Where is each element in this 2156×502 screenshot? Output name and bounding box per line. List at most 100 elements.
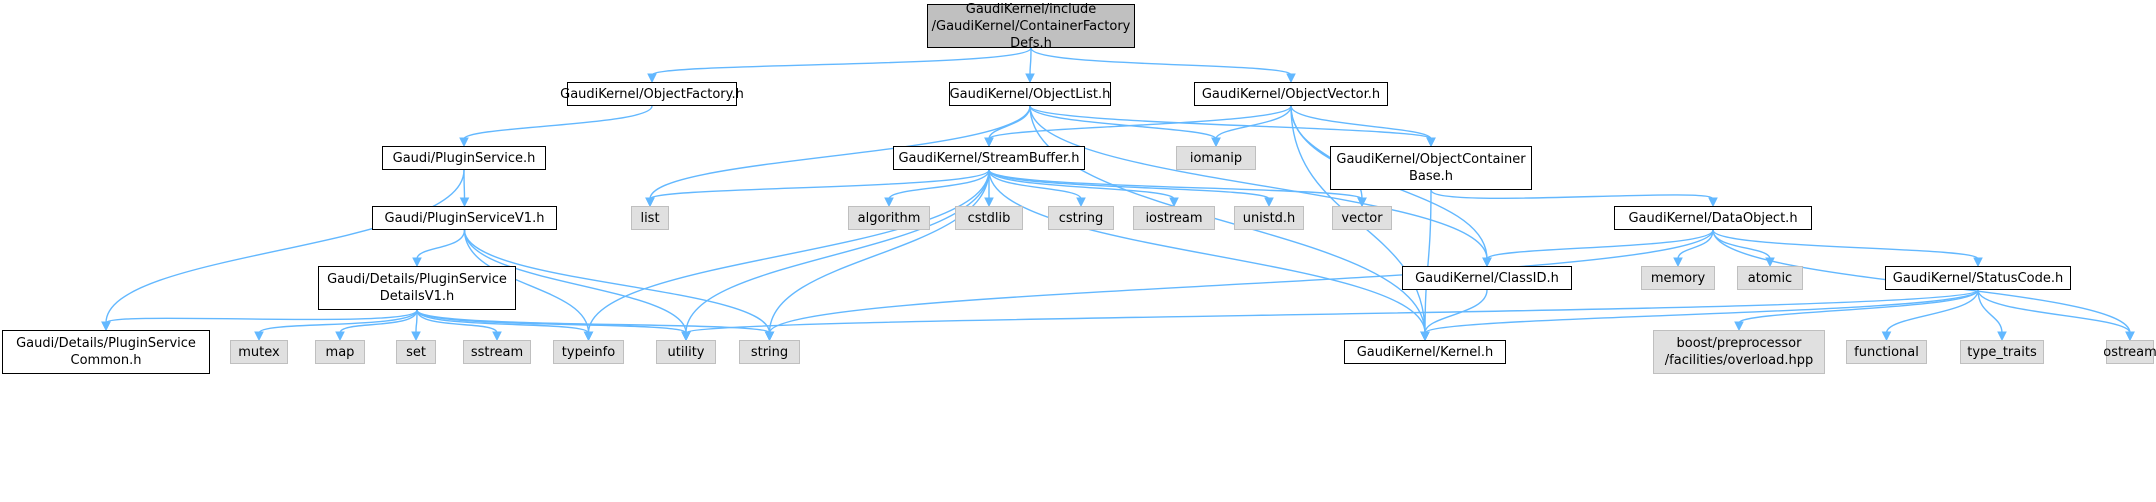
node-atomic: atomic <box>1737 266 1803 290</box>
node-string: string <box>739 340 800 364</box>
edge-streambuf-to-utility <box>685 169 990 334</box>
edge-arrowhead-objvector-to-streambuf <box>984 137 994 148</box>
edge-arrowhead-objfactory-to-pluginsvc <box>459 137 469 148</box>
edge-arrowhead-streambuf-to-unistd <box>1264 197 1274 208</box>
edge-streambuf-to-algorithm <box>888 169 990 200</box>
edge-arrowhead-root-to-objvector <box>1286 73 1296 84</box>
node-dataobject-h[interactable]: GaudiKernel/DataObject.h <box>1614 206 1812 230</box>
node-list: list <box>631 206 669 230</box>
node-sstream: sstream <box>463 340 531 364</box>
node-kernel-h[interactable]: GaudiKernel/Kernel.h <box>1344 340 1506 364</box>
edge-objcontbase-to-kernel <box>1424 189 1432 334</box>
edge-statuscode-to-typetraits <box>1977 289 2003 334</box>
edge-statuscode-to-utility <box>685 289 1979 334</box>
edge-objlist-to-iomanip <box>1029 105 1217 140</box>
edge-dataobject-to-statuscode <box>1712 229 1979 260</box>
edge-streambuf-to-list <box>649 169 990 200</box>
node-set: set <box>396 340 436 364</box>
edge-pluginsvcv1-to-utility <box>463 229 687 334</box>
edge-objvector-to-iomanip <box>1215 105 1292 140</box>
node-objectfactory-h[interactable]: GaudiKernel/ObjectFactory.h <box>560 82 744 106</box>
edge-arrowhead-streambuf-to-typeinfo <box>583 331 594 342</box>
edge-arrowhead-dataobject-to-statuscode <box>1973 257 1983 268</box>
edge-arrowhead-dataobject-to-memory <box>1673 257 1683 268</box>
edge-arrowhead-root-to-objfactory <box>647 73 657 84</box>
edge-objvector-to-objcontbase <box>1290 105 1432 140</box>
node-cstdlib: cstdlib <box>955 206 1023 230</box>
node-unistd-h: unistd.h <box>1234 206 1304 230</box>
edge-arrowhead-detailsv1-to-set <box>411 331 421 342</box>
edge-objfactory-to-pluginsvc <box>463 105 653 140</box>
node-objectvector-h[interactable]: GaudiKernel/ObjectVector.h <box>1194 82 1388 106</box>
node-objectlist-h[interactable]: GaudiKernel/ObjectList.h <box>949 82 1111 106</box>
edge-arrowhead-statuscode-to-boostpp <box>1734 321 1744 332</box>
edge-arrowhead-dataobject-to-classid <box>1482 257 1492 268</box>
edge-root-to-objvector <box>1030 47 1292 76</box>
node-containerfactorydefs-h: GaudiKernel/include /GaudiKernel/Contain… <box>927 2 1135 51</box>
edge-pluginsvcv1-to-string <box>463 229 771 334</box>
node-pluginservicecommon-h[interactable]: Gaudi/Details/PluginService Common.h <box>2 330 210 374</box>
edge-streambuf-to-vector <box>988 169 1363 200</box>
edge-detailsv1-to-sstream <box>416 309 498 334</box>
edge-arrowhead-pluginsvc-to-pluginsvcv1 <box>459 197 470 208</box>
edge-dataobject-to-string <box>768 229 1714 334</box>
edge-arrowhead-objvector-to-objcontbase <box>1426 137 1436 148</box>
edge-objlist-to-classid <box>1029 105 1488 260</box>
edge-streambuf-to-string <box>768 169 990 334</box>
edge-arrowhead-statuscode-to-kernel <box>1420 331 1430 342</box>
edge-arrowhead-statuscode-to-typetraits <box>1997 331 2007 342</box>
edge-detailsv1-to-common <box>105 309 418 324</box>
edge-arrowhead-statuscode-to-functional <box>1881 331 1892 342</box>
edge-arrowhead-detailsv1-to-map <box>335 331 345 342</box>
node-typeinfo: typeinfo <box>553 340 624 364</box>
edge-arrowhead-streambuf-to-vector <box>1357 197 1367 208</box>
edge-arrowhead-detailsv1-to-common <box>101 321 111 332</box>
edge-arrowhead-streambuf-to-cstring <box>1076 197 1086 208</box>
edge-objvector-to-streambuf <box>988 105 1292 140</box>
edge-statuscode-to-functional <box>1885 289 1979 334</box>
edge-arrowhead-streambuf-to-algorithm <box>884 197 894 208</box>
edge-arrowhead-detailsv1-to-sstream <box>492 331 502 342</box>
edge-streambuf-to-unistd <box>988 169 1270 200</box>
edge-statuscode-to-kernel <box>1424 289 1979 334</box>
edge-arrowhead-streambuf-to-iostream <box>1169 197 1179 208</box>
edge-objlist-to-objcontbase <box>1029 105 1432 140</box>
node-functional: functional <box>1846 340 1927 364</box>
node-memory: memory <box>1641 266 1715 290</box>
edge-objlist-to-list <box>649 105 1031 200</box>
edge-classid-to-kernel <box>1424 289 1488 334</box>
node-objectcontainerbase-h[interactable]: GaudiKernel/ObjectContainer Base.h <box>1330 146 1532 190</box>
edge-arrowhead-streambuf-to-cstdlib <box>984 197 994 208</box>
edge-dataobject-to-classid <box>1486 229 1714 260</box>
node-pluginservicev1-h[interactable]: Gaudi/PluginServiceV1.h <box>372 206 557 230</box>
edge-pluginsvcv1-to-typeinfo <box>463 229 590 334</box>
edge-root-to-objlist <box>1029 47 1032 76</box>
node-type-traits: type_traits <box>1960 340 2044 364</box>
edge-detailsv1-to-string <box>416 309 771 334</box>
edge-arrowhead-detailsv1-to-mutex <box>254 331 264 342</box>
node-statuscode-h[interactable]: GaudiKernel/StatusCode.h <box>1885 266 2071 290</box>
edge-statuscode-to-boostpp <box>1738 289 1979 324</box>
node-mutex: mutex <box>230 340 288 364</box>
node-pluginservicedetailsv1-h[interactable]: Gaudi/Details/PluginService DetailsV1.h <box>318 266 516 310</box>
edge-detailsv1-to-mutex <box>258 309 418 334</box>
edge-arrowhead-streambuf-to-list <box>645 197 655 208</box>
node-classid-h[interactable]: GaudiKernel/ClassID.h <box>1402 266 1572 290</box>
node-cstring: cstring <box>1048 206 1114 230</box>
node-ostream: ostream <box>2103 340 2156 364</box>
edge-streambuf-to-kernel <box>988 169 1426 334</box>
edge-arrowhead-root-to-objlist <box>1025 73 1035 84</box>
edge-arrowhead-dataobject-to-string <box>764 331 775 342</box>
node-pluginservice-h[interactable]: Gaudi/PluginService.h <box>382 146 546 170</box>
node-streambuffer-h[interactable]: GaudiKernel/StreamBuffer.h <box>893 146 1085 170</box>
edge-streambuf-to-cstring <box>988 169 1082 200</box>
edge-root-to-objfactory <box>651 47 1032 76</box>
edge-objcontbase-to-dataobject <box>1430 189 1714 200</box>
edge-detailsv1-to-set <box>415 309 418 334</box>
node-algorithm: algorithm <box>848 206 930 230</box>
edge-dataobject-to-atomic <box>1712 229 1771 260</box>
edge-arrowhead-statuscode-to-utility <box>681 331 691 342</box>
edge-dataobject-to-memory <box>1677 229 1714 260</box>
